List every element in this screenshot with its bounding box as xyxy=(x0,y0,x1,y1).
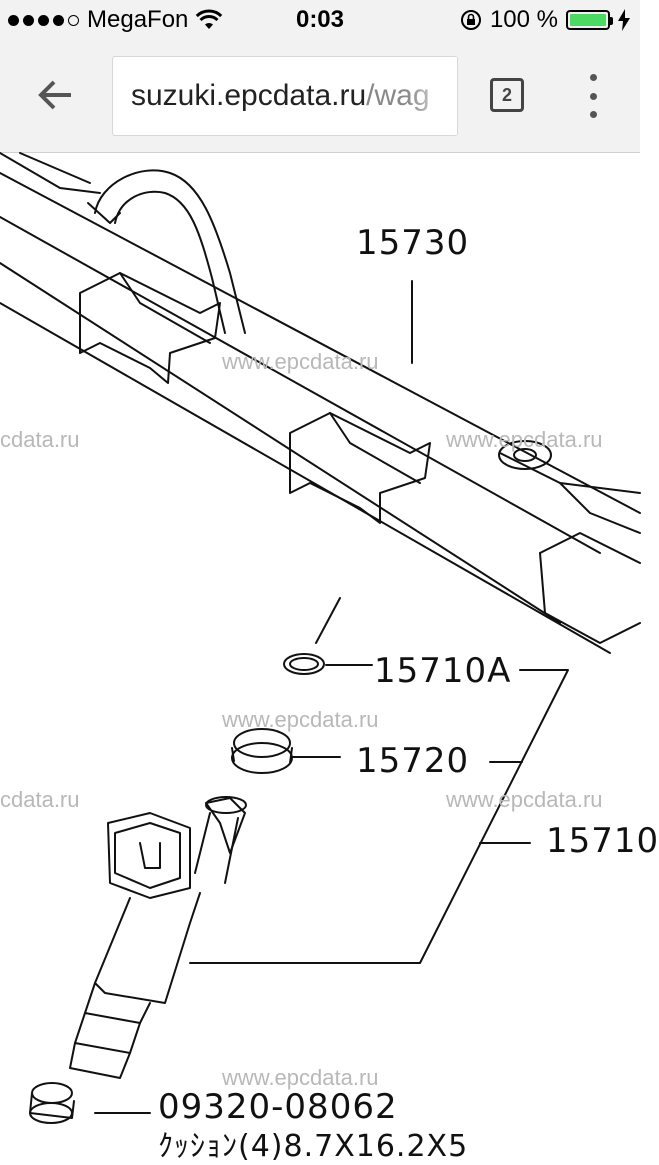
tab-switcher-button[interactable]: 2 xyxy=(490,78,524,112)
status-right: 100 % xyxy=(460,6,630,34)
part-label-09320[interactable]: 09320-08062 xyxy=(158,1087,398,1127)
part-description: ｸｯｼｮﾝ(4)8.7X16.2X5 xyxy=(158,1129,469,1164)
part-label-15730[interactable]: 15730 xyxy=(356,223,470,263)
status-bar: MegaFon 0:03 100 % xyxy=(0,0,640,40)
part-label-15710a[interactable]: 15710A xyxy=(374,651,512,691)
menu-dot-icon xyxy=(589,92,597,100)
status-left: MegaFon xyxy=(8,6,223,34)
url-text: suzuki.epcdata.ru/wag xyxy=(113,79,430,113)
arrow-left-icon xyxy=(38,80,71,110)
part-label-15720[interactable]: 15720 xyxy=(356,741,470,781)
watermark: www.epcdata.ru xyxy=(446,787,603,812)
fuel-injector-drawing xyxy=(0,152,641,1124)
address-bar[interactable]: suzuki.epcdata.ru/wag xyxy=(112,56,458,136)
watermark: cdata.ru xyxy=(0,787,80,812)
battery-icon xyxy=(566,10,613,30)
menu-dot-icon xyxy=(589,111,597,118)
carrier-name: MegaFon xyxy=(87,6,189,33)
signal-strength-icon xyxy=(8,14,79,26)
overflow-menu-button[interactable] xyxy=(578,74,608,118)
menu-dot-icon xyxy=(589,74,597,81)
part-label-15710[interactable]: 15710 xyxy=(546,821,659,861)
tab-count: 2 xyxy=(501,84,512,105)
parts-diagram: www.epcdata.ru cdata.ru www.epcdata.ru w… xyxy=(0,152,658,1164)
charging-icon xyxy=(618,9,630,31)
back-button[interactable] xyxy=(30,70,80,120)
rotation-lock-icon xyxy=(460,10,481,30)
browser-toolbar: suzuki.epcdata.ru/wag 2 xyxy=(0,40,640,153)
watermark: www.epcdata.ru xyxy=(222,349,379,374)
watermark: cdata.ru xyxy=(0,427,80,452)
watermark: www.epcdata.ru xyxy=(446,427,603,452)
watermark: www.epcdata.ru xyxy=(222,707,379,732)
url-host: suzuki.epcdata.ru xyxy=(131,79,367,112)
wifi-icon xyxy=(196,9,223,29)
battery-percent: 100 % xyxy=(489,6,558,33)
clock: 0:03 xyxy=(295,6,345,33)
watermark: www.epcdata.ru xyxy=(222,1065,379,1090)
